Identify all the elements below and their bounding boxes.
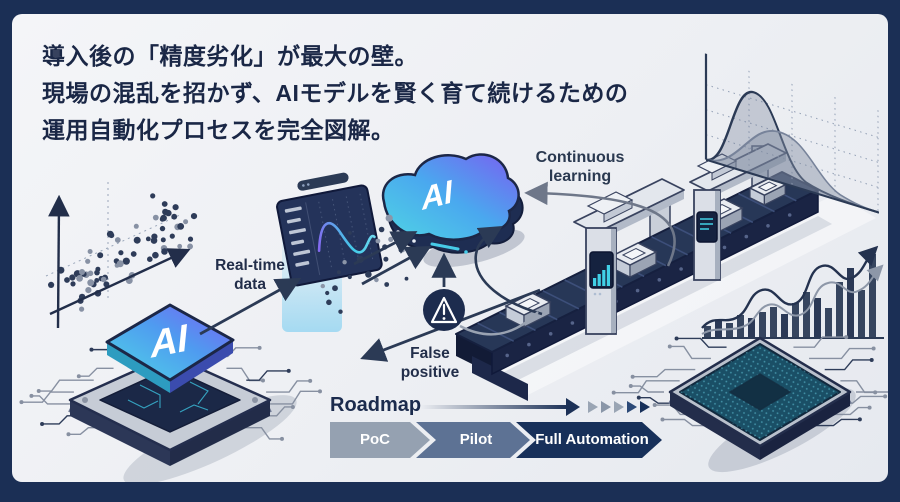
gantry1-beam-shade xyxy=(596,190,684,242)
roadmap-arrow-line xyxy=(420,405,568,409)
dashboard-panel-illustration xyxy=(276,172,383,287)
arrow-continuous-learning xyxy=(524,181,676,267)
scatter-dots xyxy=(48,193,198,312)
dashboard-header-dot xyxy=(302,184,305,187)
stage-poc-label: PoC xyxy=(360,431,390,448)
roadmap-chevron-icon xyxy=(627,401,637,413)
roadmap-chevron-icon xyxy=(601,401,611,413)
arrow-to-cloud-1 xyxy=(353,231,418,266)
chip-screw xyxy=(82,397,88,403)
dashboard-divider xyxy=(305,202,321,276)
canvas: 導入後の「精度劣化」が最大の壁。 現場の混乱を招かず、AIモデルを賢く育て続ける… xyxy=(12,14,888,482)
microchip-illustration xyxy=(611,335,888,473)
continuous-line2: learning xyxy=(548,168,612,185)
flow-arrows-layer xyxy=(199,181,676,362)
chip-screw xyxy=(252,397,258,403)
headline-line-2: 現場の混乱を招かず、AIモデルを賢く育て続けるための xyxy=(42,80,629,106)
headline-line-1: 導入後の「精度劣化」が最大の壁。 xyxy=(42,43,418,69)
bellcurve-front xyxy=(705,130,879,214)
gantry2-screen-lines xyxy=(700,218,713,230)
stage-pilot-label: Pilot xyxy=(459,431,493,448)
conveyor-belt-illustration xyxy=(455,143,876,401)
dashboard-body xyxy=(276,184,383,287)
microchip-base-side-left xyxy=(670,392,760,460)
scatter-dashed-trend xyxy=(45,213,183,277)
chip-base-side-right xyxy=(170,400,270,466)
trend-line-gray xyxy=(701,264,884,335)
bellcurve-back xyxy=(705,91,879,214)
gantry1-screen-bars xyxy=(593,265,610,286)
bellcurve-x-axis xyxy=(706,158,879,214)
scatter-plot-illustration xyxy=(45,182,198,329)
arrow-chip-to-dashboard xyxy=(199,277,302,336)
gantry2-beam-shade xyxy=(708,153,786,199)
gantry1-dot xyxy=(598,292,602,296)
roadmap-title: Roadmap xyxy=(330,394,422,416)
chip-tile-side-right xyxy=(170,340,233,393)
roadmap-arrowhead-icon xyxy=(566,398,580,416)
ai-chip-illustration: AI xyxy=(19,303,322,482)
bar-chart-bars xyxy=(704,254,876,338)
realtime-line1: Real-time xyxy=(215,257,285,274)
floor-highlight xyxy=(472,194,876,396)
gantry1-dot xyxy=(593,292,597,296)
inspection-gantry-front xyxy=(573,178,685,335)
dashboard-wave xyxy=(317,222,376,254)
cloud-top xyxy=(381,153,520,241)
false-line1: False xyxy=(410,345,450,362)
roadmap-chevrons xyxy=(588,400,653,418)
scatter-x-axis xyxy=(49,248,191,316)
stage-full-automation-label: Full Automation xyxy=(535,431,649,448)
dashboard-header-dot xyxy=(306,183,310,186)
warning-icon xyxy=(423,289,465,331)
roadmap-chevron-icon xyxy=(588,401,598,413)
microchip-base-side-right xyxy=(760,392,850,460)
belt-leg xyxy=(472,356,528,401)
microchip-die-core xyxy=(728,373,792,411)
trend-line-navy xyxy=(701,245,879,329)
chip-recess xyxy=(99,367,241,433)
scatter-y-axis xyxy=(48,194,70,329)
cloud-ai-text: AI xyxy=(418,173,455,217)
connector-warning-to-belt xyxy=(459,311,539,336)
chip-recess-traces xyxy=(127,381,209,413)
bar-line-chart xyxy=(701,245,884,339)
arrow-to-cloud-2 xyxy=(361,245,432,286)
chip-ai-text: AI xyxy=(147,317,190,367)
stage-poc: PoC xyxy=(330,422,430,458)
false-line2: positive xyxy=(400,364,460,381)
stage-full-automation: Full Automation xyxy=(516,422,662,458)
arrow-belt-to-cloud xyxy=(474,225,543,316)
chip-base-side-left xyxy=(70,400,170,466)
bell-curve-chart xyxy=(704,53,879,214)
dashboard-sidebar-ticks xyxy=(284,206,311,267)
belt-shadow xyxy=(492,216,832,386)
chip-tile-side-left xyxy=(107,342,170,393)
dashboard-header-bar xyxy=(297,172,349,191)
bellcurve-grid xyxy=(706,70,879,213)
headline: 導入後の「精度劣化」が最大の壁。 現場の混乱を招かず、AIモデルを賢く育て続ける… xyxy=(42,38,682,149)
false-positive-label: False positive xyxy=(380,344,480,382)
roadmap-chevron-icon xyxy=(640,401,650,413)
realtime-data-label: Real-time data xyxy=(198,256,302,294)
continuous-learning-label: Continuous learning xyxy=(510,148,650,186)
gantry1-cap xyxy=(586,191,634,215)
continuous-line1: Continuous xyxy=(535,149,625,166)
headline-line-3: 運用自動化プロセスを完全図解。 xyxy=(42,117,395,143)
realtime-line2: data xyxy=(234,276,266,293)
roadmap-chevron-icon xyxy=(614,401,624,413)
